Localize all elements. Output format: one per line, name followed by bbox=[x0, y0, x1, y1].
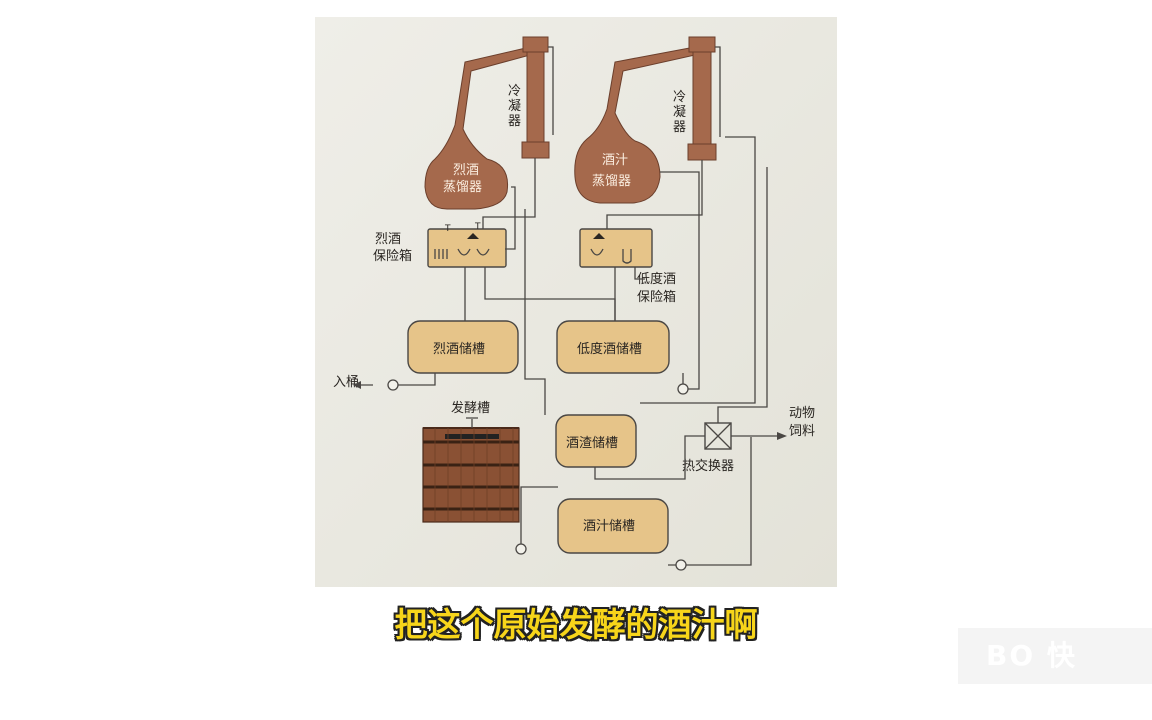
animal-feed-label: 动物 饲料 bbox=[789, 406, 819, 439]
heat-exchanger-label: 热交换器 bbox=[682, 458, 734, 474]
distillation-diagram: 冷 凝 器 冷 凝 器 烈酒 蒸馏器 酒汁 蒸馏器 T T 烈酒 保险箱 bbox=[315, 17, 837, 587]
pot-ale-tank: 酒渣储槽 bbox=[555, 414, 637, 468]
svg-text:T: T bbox=[444, 224, 451, 234]
spirit-condenser bbox=[521, 36, 554, 159]
subtitle-caption: 把这个原始发酵的酒汁啊 bbox=[394, 605, 758, 644]
svg-text:酒汁储槽: 酒汁储槽 bbox=[583, 519, 635, 534]
svg-text:酒渣储槽: 酒渣储槽 bbox=[566, 436, 618, 451]
svg-text:低度酒储槽: 低度酒储槽 bbox=[577, 341, 642, 357]
fermenter-label: 发酵槽 bbox=[451, 400, 490, 416]
spirit-still bbox=[424, 46, 531, 210]
low-wines-tank: 低度酒储槽 bbox=[556, 320, 670, 374]
pipework bbox=[353, 136, 787, 571]
fermenter bbox=[422, 417, 520, 523]
to-cask-label: 入桶 bbox=[333, 375, 359, 390]
svg-text:T: T bbox=[474, 222, 481, 232]
wash-still-label: 酒汁 蒸馏器 bbox=[592, 153, 632, 189]
wash-still bbox=[574, 46, 696, 204]
paper-background bbox=[315, 17, 837, 587]
wash-tank: 酒汁储槽 bbox=[557, 498, 669, 554]
low-wines-safe bbox=[579, 228, 653, 268]
low-wines-safe-label: 低度酒 保险箱 bbox=[637, 271, 680, 305]
spirit-safe-label: 烈酒 保险箱 bbox=[373, 232, 412, 264]
wash-condenser-label: 冷 凝 器 bbox=[673, 90, 690, 135]
spirit-tank: 烈酒储槽 bbox=[407, 320, 519, 374]
wash-condenser bbox=[687, 36, 721, 161]
spirit-safe: T T bbox=[427, 222, 507, 268]
distillation-diagram-photo: 冷 凝 器 冷 凝 器 烈酒 蒸馏器 酒汁 蒸馏器 T T 烈酒 保险箱 bbox=[315, 17, 837, 587]
watermark-logo: BO 快 bbox=[958, 628, 1152, 684]
svg-text:烈酒储槽: 烈酒储槽 bbox=[433, 342, 485, 357]
spirit-still-label: 烈酒 蒸馏器 bbox=[443, 163, 483, 195]
spirit-condenser-label: 冷 凝 器 bbox=[508, 84, 525, 129]
